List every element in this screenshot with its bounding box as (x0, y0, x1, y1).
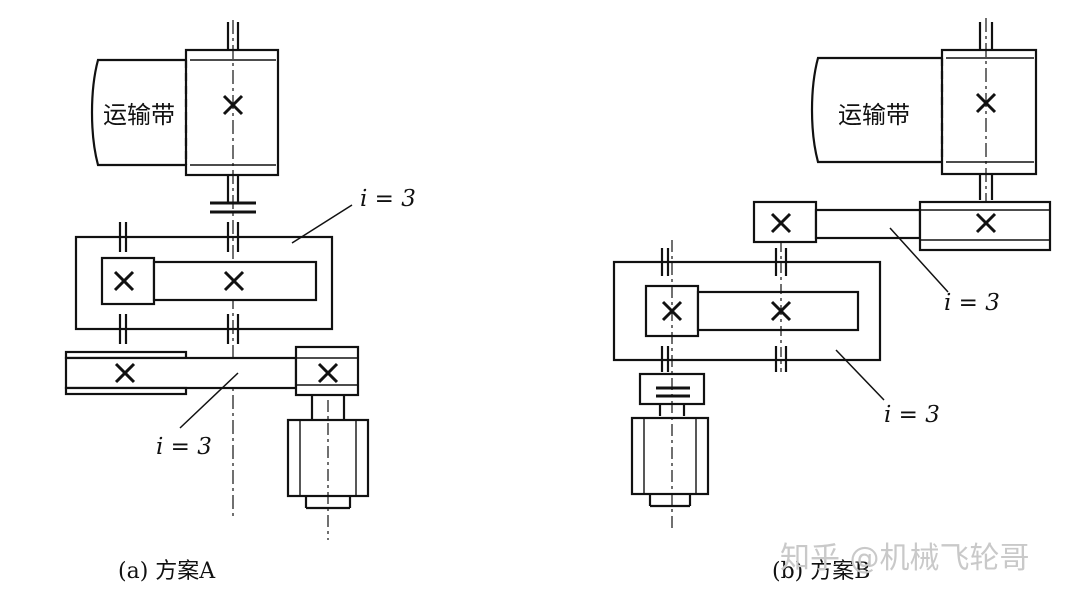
scheme-b-gear-pair-lower (660, 346, 788, 372)
scheme-b-reducer-casing (612, 260, 882, 362)
scheme-a-ratio-label-upper: i = 3 (360, 186, 416, 212)
scheme-a-ratio-label-lower: i = 3 (156, 434, 212, 460)
scheme-b-ratio-label-upper: i = 3 (944, 290, 1000, 316)
scheme-a-motor (286, 395, 370, 540)
scheme-b-conveyor-belt (810, 18, 1038, 246)
scheme-a-ratio-leader-lower (179, 372, 239, 429)
scheme-b-gear-pair-upper (660, 248, 788, 276)
scheme-b-belt-drive (752, 200, 1052, 252)
scheme-a-belt-drive (64, 345, 360, 397)
scheme-a-drum-bearing-icon (222, 94, 244, 116)
scheme-a-belt-label: 运输带 (103, 101, 175, 129)
scheme-a-coupling (210, 201, 256, 214)
scheme-b-drum-bearing-icon (975, 92, 997, 114)
scheme-a: 运输带 (64, 20, 370, 540)
scheme-a-reducer-casing (74, 235, 334, 331)
scheme-b: 运输带 (612, 18, 1052, 530)
scheme-b-ratio-leader-upper (889, 227, 949, 293)
scheme-b-caption: (b) 方案B (772, 559, 870, 584)
scheme-b-belt-label: 运输带 (838, 101, 910, 129)
watermark-text: 知乎 @机械飞轮哥 (780, 541, 1030, 576)
scheme-b-ratio-leader-lower (835, 349, 885, 401)
scheme-b-motor (630, 240, 710, 530)
scheme-a-gear-pair-upper (118, 222, 240, 252)
scheme-a-ratio-leader-upper (291, 204, 353, 244)
scheme-a-gear-shaft (100, 256, 318, 306)
scheme-a-gear-pair-lower (118, 314, 240, 344)
scheme-a-caption: (a) 方案A (118, 559, 216, 584)
scheme-b-ratio-label-lower: i = 3 (884, 402, 940, 428)
